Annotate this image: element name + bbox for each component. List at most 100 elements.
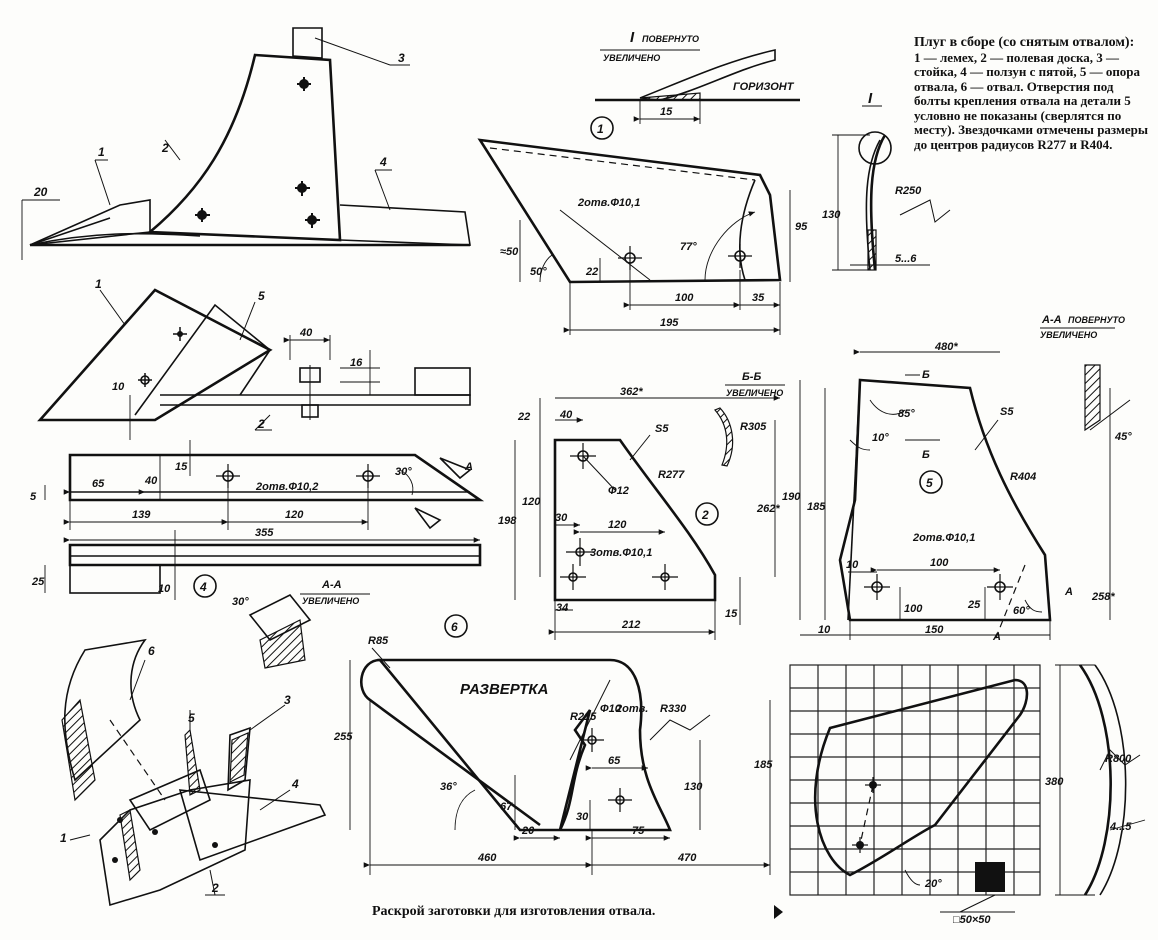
part2-dim-120b: 120 [608,519,627,531]
callout-3: 3 [398,51,405,65]
part5-dim-185: 185 [807,501,826,513]
part5-holes: 2отв.Ф10,1 [912,532,975,544]
plan-dim-40: 40 [299,327,313,339]
part5-a-bottom: А [992,631,1001,643]
part5-a-right: А [1064,586,1073,598]
part5-dim-258: 258* [1091,591,1115,603]
part2-r305: R305 [740,421,767,433]
exploded-callout-3: 3 [284,693,291,707]
callout-2: 2 [161,141,169,155]
part6-dim-460: 460 [477,852,497,864]
part2-bb-label: Б-Б [742,371,761,383]
part6-development: 6 R85 РАЗВЕРТКА 255 R215 Ф10 2отв. R330 … [333,614,773,875]
part6-dim-255: 255 [333,731,353,743]
part4-dim-15: 15 [175,461,188,473]
part1-number: 1 [597,122,604,136]
part5-angle-60: 60° [1013,605,1030,617]
part5-aa-note2: УВЕЛИЧЕНО [1040,330,1097,340]
part5-dim-480: 480* [934,341,958,353]
part6-f10: Ф10 [600,703,622,715]
part2-view: 362* Б-Б УВЕЛИЧЕНО R305 S5 R277 22 40 Ф1… [498,371,785,640]
part6-title: РАЗВЕРТКА [460,681,548,698]
part6-r85: R85 [368,635,389,647]
part6-dim-20: 20 [521,825,535,837]
part4-dim-25: 25 [31,576,45,588]
part5-angle-45: 45° [1114,431,1132,443]
part6-dim-470: 470 [677,852,697,864]
part4-section-label: А-А [321,579,342,591]
part2-dim-15: 15 [725,608,738,620]
part4-view: 65 15 40 5 2отв.Ф10,2 30° А 139 120 355 … [30,440,485,669]
part1-angle-50: 50° [530,266,547,278]
part6-dim-65: 65 [608,755,621,767]
cutting-r800: R800 [1105,753,1132,765]
exploded-callout-5: 5 [188,711,195,725]
part2-dim-198: 198 [498,515,517,527]
legend-title: Плуг в сборе (со снятым отвалом): [914,35,1135,50]
part6-r215: R215 [570,711,597,723]
part5-dim-100: 100 [930,557,949,569]
part5-dim-150: 150 [925,624,944,636]
part5-aa-note1: ПОВЕРНУТО [1068,315,1125,325]
part5-b-bottom: Б [922,449,930,461]
part6-dim-75: 75 [632,825,645,837]
legend-block: Плуг в сборе (со снятым отвалом): 1 — ле… [914,35,1150,152]
callout-1: 1 [98,145,105,159]
part6-dim-130: 130 [684,781,703,793]
callout-4: 4 [379,155,387,169]
part1-dim-50: ≈50 [500,246,519,258]
part2-dim-362: 362* [620,386,643,398]
part6-dim-185: 185 [754,759,773,771]
part1-dim-195: 195 [660,317,679,329]
part1-holes: 2отв.Ф10,1 [577,197,640,209]
part4-dim-139: 139 [132,509,151,521]
part2-r277: R277 [658,469,685,481]
cutting-angle-20: 20° [924,878,942,890]
part1-r250: R250 [895,185,922,197]
part5-r404: R404 [1010,471,1036,483]
part1-profile: I 130 R250 5...6 [822,90,951,271]
part2-f12: Ф12 [608,485,629,497]
part5-b-top: Б [922,369,930,381]
exploded-callout-6: 6 [148,644,155,658]
detail-i-horizon: ГОРИЗОНТ [733,81,795,93]
part1-dim-22: 22 [585,266,598,278]
part5-aa-label: А-А [1041,314,1062,326]
exploded-view: 6 5 3 4 1 2 [60,638,327,907]
part6-holes: 2отв. [615,703,648,715]
exploded-callout-4: 4 [291,777,299,791]
part5-view: А-А ПОВЕРНУТО УВЕЛИЧЕНО 45° 480* Б Б 85°… [782,314,1132,643]
plan-callout-1: 1 [95,277,102,291]
part2-dim-34: 34 [556,602,568,614]
part4-dim-40: 40 [144,475,158,487]
part5-angle-10: 10° [872,432,889,444]
dim-20-assembly: 20 [33,185,48,199]
assembly-side-view: 1 2 3 4 20 [21,27,471,260]
part1-angle-77: 77° [680,241,697,253]
part6-r330: R330 [660,703,687,715]
plan-dim-16: 16 [350,357,363,369]
plan-dim-10: 10 [112,381,125,393]
cutting-dim-380: 380 [1045,776,1064,788]
part1-dim-5-6: 5...6 [895,253,917,265]
cutting-grid-label: □50×50 [953,914,991,926]
part1-dim-35: 35 [752,292,765,304]
part4-number: 4 [199,580,207,594]
part5-dim-190: 190 [782,491,801,503]
part6-angle-36: 36° [440,781,457,793]
part1-view: 1 2отв.Ф10,1 77° 95 ≈50 50° 22 100 35 19… [477,116,808,335]
part2-dim-212: 212 [621,619,640,631]
cutting-thickness: 4...5 [1109,821,1132,833]
caption-arrow-icon [774,905,783,919]
part2-dim-22: 22 [517,411,530,423]
cutting-layout: 20° □50×50 380 R800 4...5 [789,664,1146,926]
part4-section-angle: 30° [232,596,249,608]
legend-body: 1 — лемех, 2 — полевая доска, 3 — стойка… [914,49,1148,152]
part1-plan-view: 1 5 2 40 16 10 [37,277,471,440]
part5-s5: S5 [1000,406,1014,418]
part6-number: 6 [451,620,458,634]
plan-callout-5: 5 [258,289,265,303]
part5-number: 5 [926,476,933,490]
part4-holes: 2отв.Ф10,2 [255,481,318,493]
